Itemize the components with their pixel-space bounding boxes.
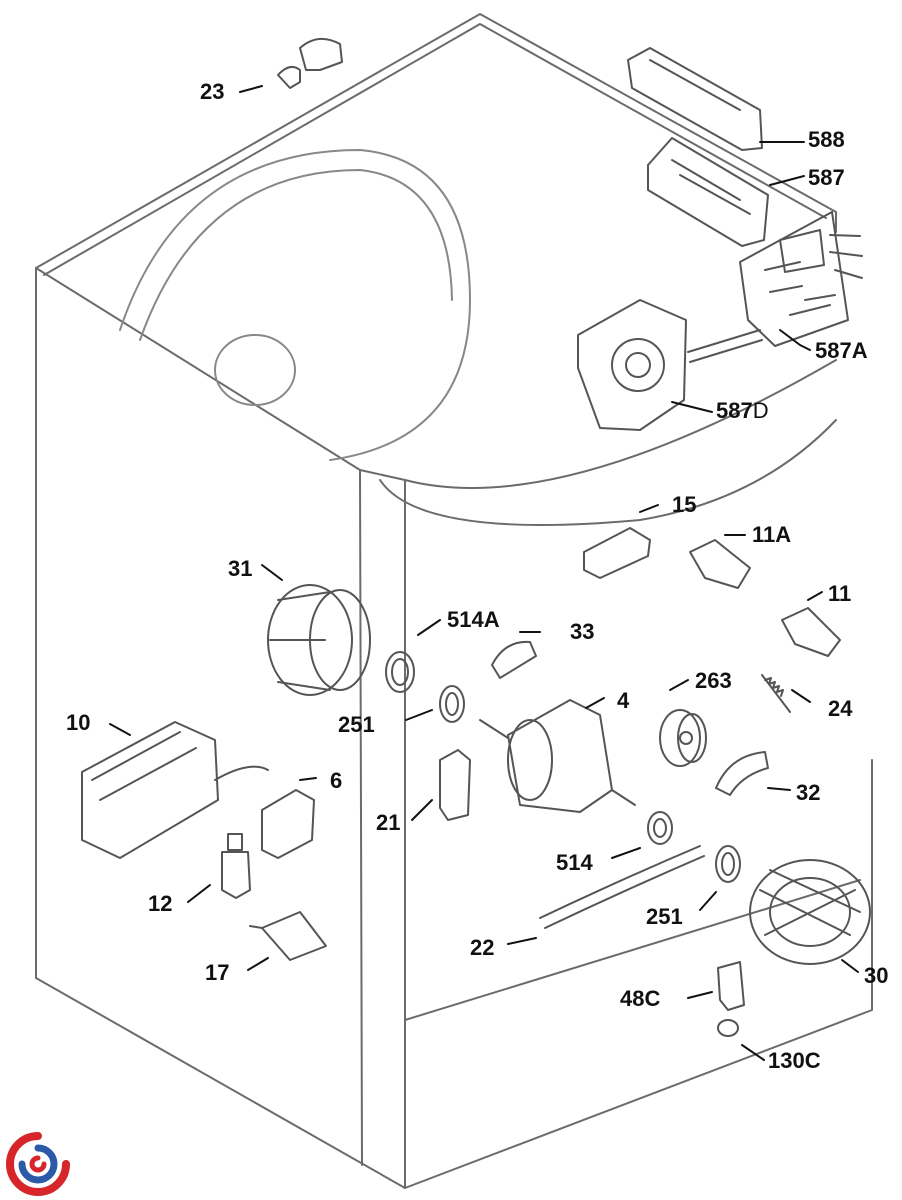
part-label-48c: 48C [620, 986, 661, 1011]
part-label-6: 6 [330, 768, 343, 793]
part-label-11: 11 [828, 581, 852, 606]
leader-lines [109, 85, 859, 1061]
part-21-sensor [439, 749, 471, 821]
part-587a-power-board [687, 211, 863, 363]
part-label-587d-suffix: D [752, 398, 769, 423]
part-12-capacitor [221, 833, 251, 899]
part-17-bracket [249, 911, 327, 961]
part-6-relay [261, 789, 315, 859]
part-label-32: 32 [796, 780, 821, 805]
part-label-251-lower: 251 [646, 904, 683, 929]
part-label-31: 31 [228, 556, 253, 581]
part-587-control-board [647, 137, 769, 247]
part-label-12: 12 [148, 891, 173, 916]
part-label-514: 514 [556, 850, 593, 875]
part-label-588: 588 [808, 127, 845, 152]
part-251-bearing-lower [715, 845, 741, 883]
part-label-22: 22 [470, 935, 495, 960]
part-label-23: 23 [200, 79, 225, 104]
part-label-263: 263 [695, 668, 732, 693]
part-label-130c: 130C [768, 1048, 821, 1073]
part-32-brake-shoe [715, 751, 769, 796]
part-514-bearing [647, 811, 673, 845]
brand-swirl-icon [6, 1132, 70, 1196]
part-label-15: 15 [672, 492, 697, 517]
part-263-pulley [659, 709, 707, 767]
part-label-587d-main: 587 [716, 398, 753, 423]
part-588-cover-strip [627, 47, 763, 151]
part-label-587: 587 [808, 165, 845, 190]
part-label-30: 30 [864, 963, 889, 988]
part-label-17: 17 [205, 960, 230, 985]
part-label-4: 4 [617, 688, 630, 713]
part-15-door-switch [583, 527, 651, 579]
part-48c-filter [717, 961, 745, 1011]
part-label-33: 33 [570, 619, 595, 644]
part-11-capacitor [781, 607, 841, 657]
part-30-fan [749, 859, 871, 965]
part-label-24: 24 [828, 696, 853, 721]
part-label-587d: 587D [716, 400, 769, 422]
part-23-hinge [277, 37, 343, 89]
part-label-251-upper: 251 [338, 712, 375, 737]
part-10-heater [81, 721, 269, 859]
part-label-10: 10 [66, 710, 91, 735]
part-587d-selector [577, 299, 687, 431]
part-label-587a: 587A [815, 338, 868, 363]
cabinet-outline [35, 13, 873, 1189]
part-31-drive-wheel [267, 584, 371, 696]
drum-opening [119, 149, 471, 461]
part-514a-bearing [385, 651, 415, 693]
part-label-21: 21 [376, 810, 401, 835]
part-label-514a: 514A [447, 607, 500, 632]
part-22-belt [539, 845, 705, 929]
part-label-11a: 11A [752, 522, 792, 547]
part-33-bracket [491, 640, 537, 679]
part-4-motor [479, 699, 636, 813]
part-130c-cap [717, 1019, 739, 1037]
part-251-bearing-upper [439, 685, 465, 723]
part-11a-capacitor [689, 539, 751, 589]
part-24-spring [761, 674, 791, 713]
